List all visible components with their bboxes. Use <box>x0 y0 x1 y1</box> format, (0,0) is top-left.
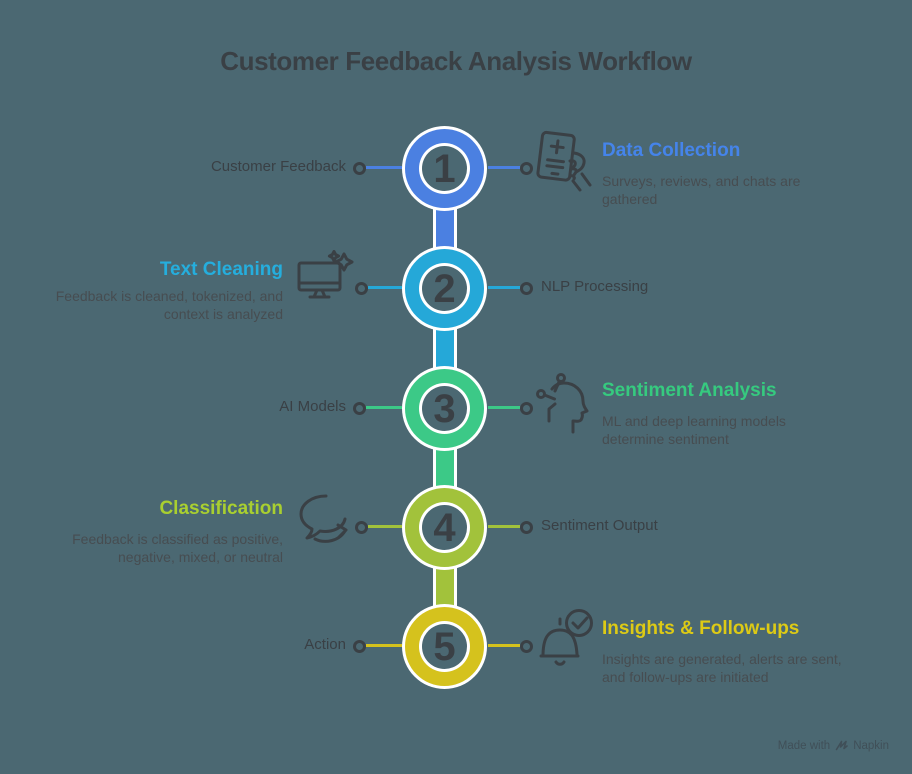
step-2-description: Feedback is cleaned, tokenized, and cont… <box>55 288 283 323</box>
connector-line-left <box>366 406 402 409</box>
vertical-connector-2-3 <box>433 288 457 408</box>
monitor-sparkle-icon <box>297 250 355 310</box>
step-4-heading: Classification <box>159 498 283 519</box>
connector-line-right <box>488 644 520 647</box>
step-5-number-circle: 5 <box>422 624 467 669</box>
vertical-connector-4-5 <box>433 527 457 646</box>
watermark-brand: Napkin <box>853 739 889 752</box>
connector-dot-left <box>353 402 366 415</box>
step-2-label: NLP Processing <box>541 278 649 295</box>
step-5-description: Insights are generated, alerts are sent,… <box>602 651 842 686</box>
vertical-connector-3-4 <box>433 408 457 527</box>
watermark-text: Made with <box>777 739 831 752</box>
connector-dot-left <box>355 521 368 534</box>
connector-line-right <box>488 166 520 169</box>
step-3-number-circle: 3 <box>422 386 467 431</box>
step-1-label: Customer Feedback <box>210 158 346 175</box>
connector-line-left <box>368 286 402 289</box>
step-3-description: ML and deep learning models determine se… <box>602 413 786 448</box>
step-5-heading: Insights & Follow-ups <box>602 618 800 639</box>
napkin-watermark: Made with Napkin <box>778 739 889 752</box>
step-number: 3 <box>433 386 456 431</box>
step-number: 2 <box>433 266 456 311</box>
connector-line-left <box>368 525 402 528</box>
connector-dot-left <box>355 282 368 295</box>
connector-dot-right <box>520 521 533 534</box>
connector-dot-right <box>520 640 533 653</box>
page-title: Customer Feedback Analysis Workflow <box>220 46 692 76</box>
connector-line-right <box>488 286 520 289</box>
step-4-description: Feedback is classified as positive, nega… <box>72 531 283 566</box>
step-1-description: Surveys, reviews, and chats are gathered <box>602 173 801 208</box>
vertical-connector-1-2 <box>433 168 457 288</box>
connector-dot-right <box>520 282 533 295</box>
step-2-heading: Text Cleaning <box>159 259 283 280</box>
step-4-number-circle: 4 <box>422 505 467 550</box>
connector-dot-left <box>353 640 366 653</box>
speech-bubble-arrow-icon <box>296 492 358 552</box>
connector-dot-right <box>520 402 533 415</box>
connector-dot-left <box>353 162 366 175</box>
step-4-label: Sentiment Output <box>541 517 658 534</box>
step-number: 5 <box>433 624 456 669</box>
step-3-heading: Sentiment Analysis <box>602 380 777 401</box>
step-1-number-circle: 1 <box>422 146 467 191</box>
connector-line-right <box>488 525 520 528</box>
connector-line-left <box>366 166 402 169</box>
step-1-heading: Data Collection <box>602 140 741 161</box>
step-number: 1 <box>433 146 456 191</box>
connector-line-left <box>366 644 402 647</box>
ai-head-icon <box>534 372 592 438</box>
napkin-scribble-icon <box>835 739 848 752</box>
connector-line-right <box>488 406 520 409</box>
connector-dot-right <box>520 162 533 175</box>
step-5-label: Action <box>304 636 346 653</box>
step-2-number-circle: 2 <box>422 266 467 311</box>
tablet-hand-icon <box>534 129 592 193</box>
step-3-label: AI Models <box>279 398 346 415</box>
step-number: 4 <box>433 505 456 550</box>
bell-check-icon <box>534 609 594 675</box>
